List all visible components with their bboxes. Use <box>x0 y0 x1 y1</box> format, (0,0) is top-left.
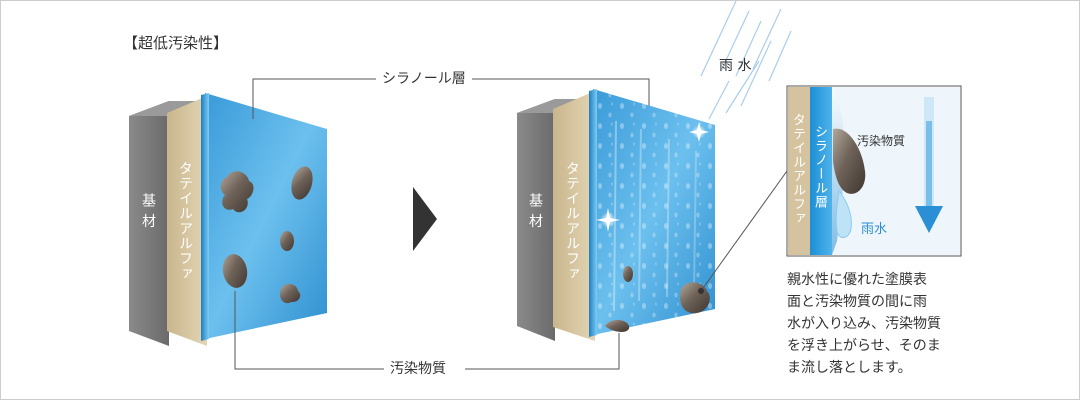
water-streak <box>693 150 697 292</box>
left-tile-label: タテイルアルファ <box>177 161 193 281</box>
water-streak <box>666 138 670 298</box>
right-tile-layer <box>553 91 595 341</box>
left-substrate <box>129 101 169 346</box>
detail-silanol-label: シラノール層 <box>812 125 827 209</box>
water-streak <box>613 120 617 312</box>
left-stain-3 <box>280 231 294 251</box>
zoom-origin-dot <box>698 288 704 294</box>
left-stain-5 <box>222 254 248 288</box>
silanol-layer-label: シラノール層 <box>376 72 472 86</box>
detail-pollutant-drop <box>833 128 866 194</box>
water-streak <box>638 128 642 302</box>
sparkle-icon <box>689 122 709 142</box>
right-tile-label: タテイルアルファ <box>564 161 580 281</box>
description-text: 親水性に優れた塗膜表 面と汚染物質の間に雨 水が入り込み、汚染物質 を浮き上がら… <box>787 272 941 376</box>
detail-rain-label: 雨水 <box>861 222 888 237</box>
page-heading: 【超低汚染性】 <box>123 34 229 52</box>
right-panel <box>517 89 715 341</box>
right-stain-3 <box>605 319 630 333</box>
flow-arrow-icon <box>915 97 943 233</box>
detail-box <box>786 85 962 257</box>
rain-label: 雨 水 <box>719 58 752 74</box>
detail-tile-label: タテイルアルファ <box>790 113 805 225</box>
right-substrate-label: 基 材 <box>527 193 543 229</box>
detail-silanol-strip <box>810 87 832 255</box>
detail-pollutant-label: 汚染物質 <box>857 134 906 148</box>
pollutant-leader-line <box>234 291 390 370</box>
left-tile-layer <box>167 96 207 346</box>
silanol-leader-line <box>252 78 382 119</box>
left-stain-1 <box>220 171 254 213</box>
left-glass-edge <box>201 93 209 341</box>
rain-icon <box>700 1 792 120</box>
left-silanol-glass <box>205 93 327 339</box>
zoom-leader-line <box>700 170 788 292</box>
detail-tile-strip <box>788 87 810 255</box>
left-substrate-label: 基 材 <box>140 193 156 229</box>
left-stain-4 <box>279 283 301 304</box>
right-substrate <box>517 99 555 341</box>
pollutant-label: 汚染物質 <box>384 362 452 376</box>
right-stain-2 <box>623 266 633 282</box>
left-stain-2 <box>291 166 313 200</box>
left-panel <box>129 93 327 346</box>
right-glass-edge <box>589 89 597 337</box>
silanol-leader-line-right <box>472 78 650 109</box>
detail-water-drop <box>835 189 852 238</box>
pollutant-leader-line-right <box>465 333 620 370</box>
sparkle-icon <box>596 208 620 232</box>
process-arrow <box>413 187 437 251</box>
